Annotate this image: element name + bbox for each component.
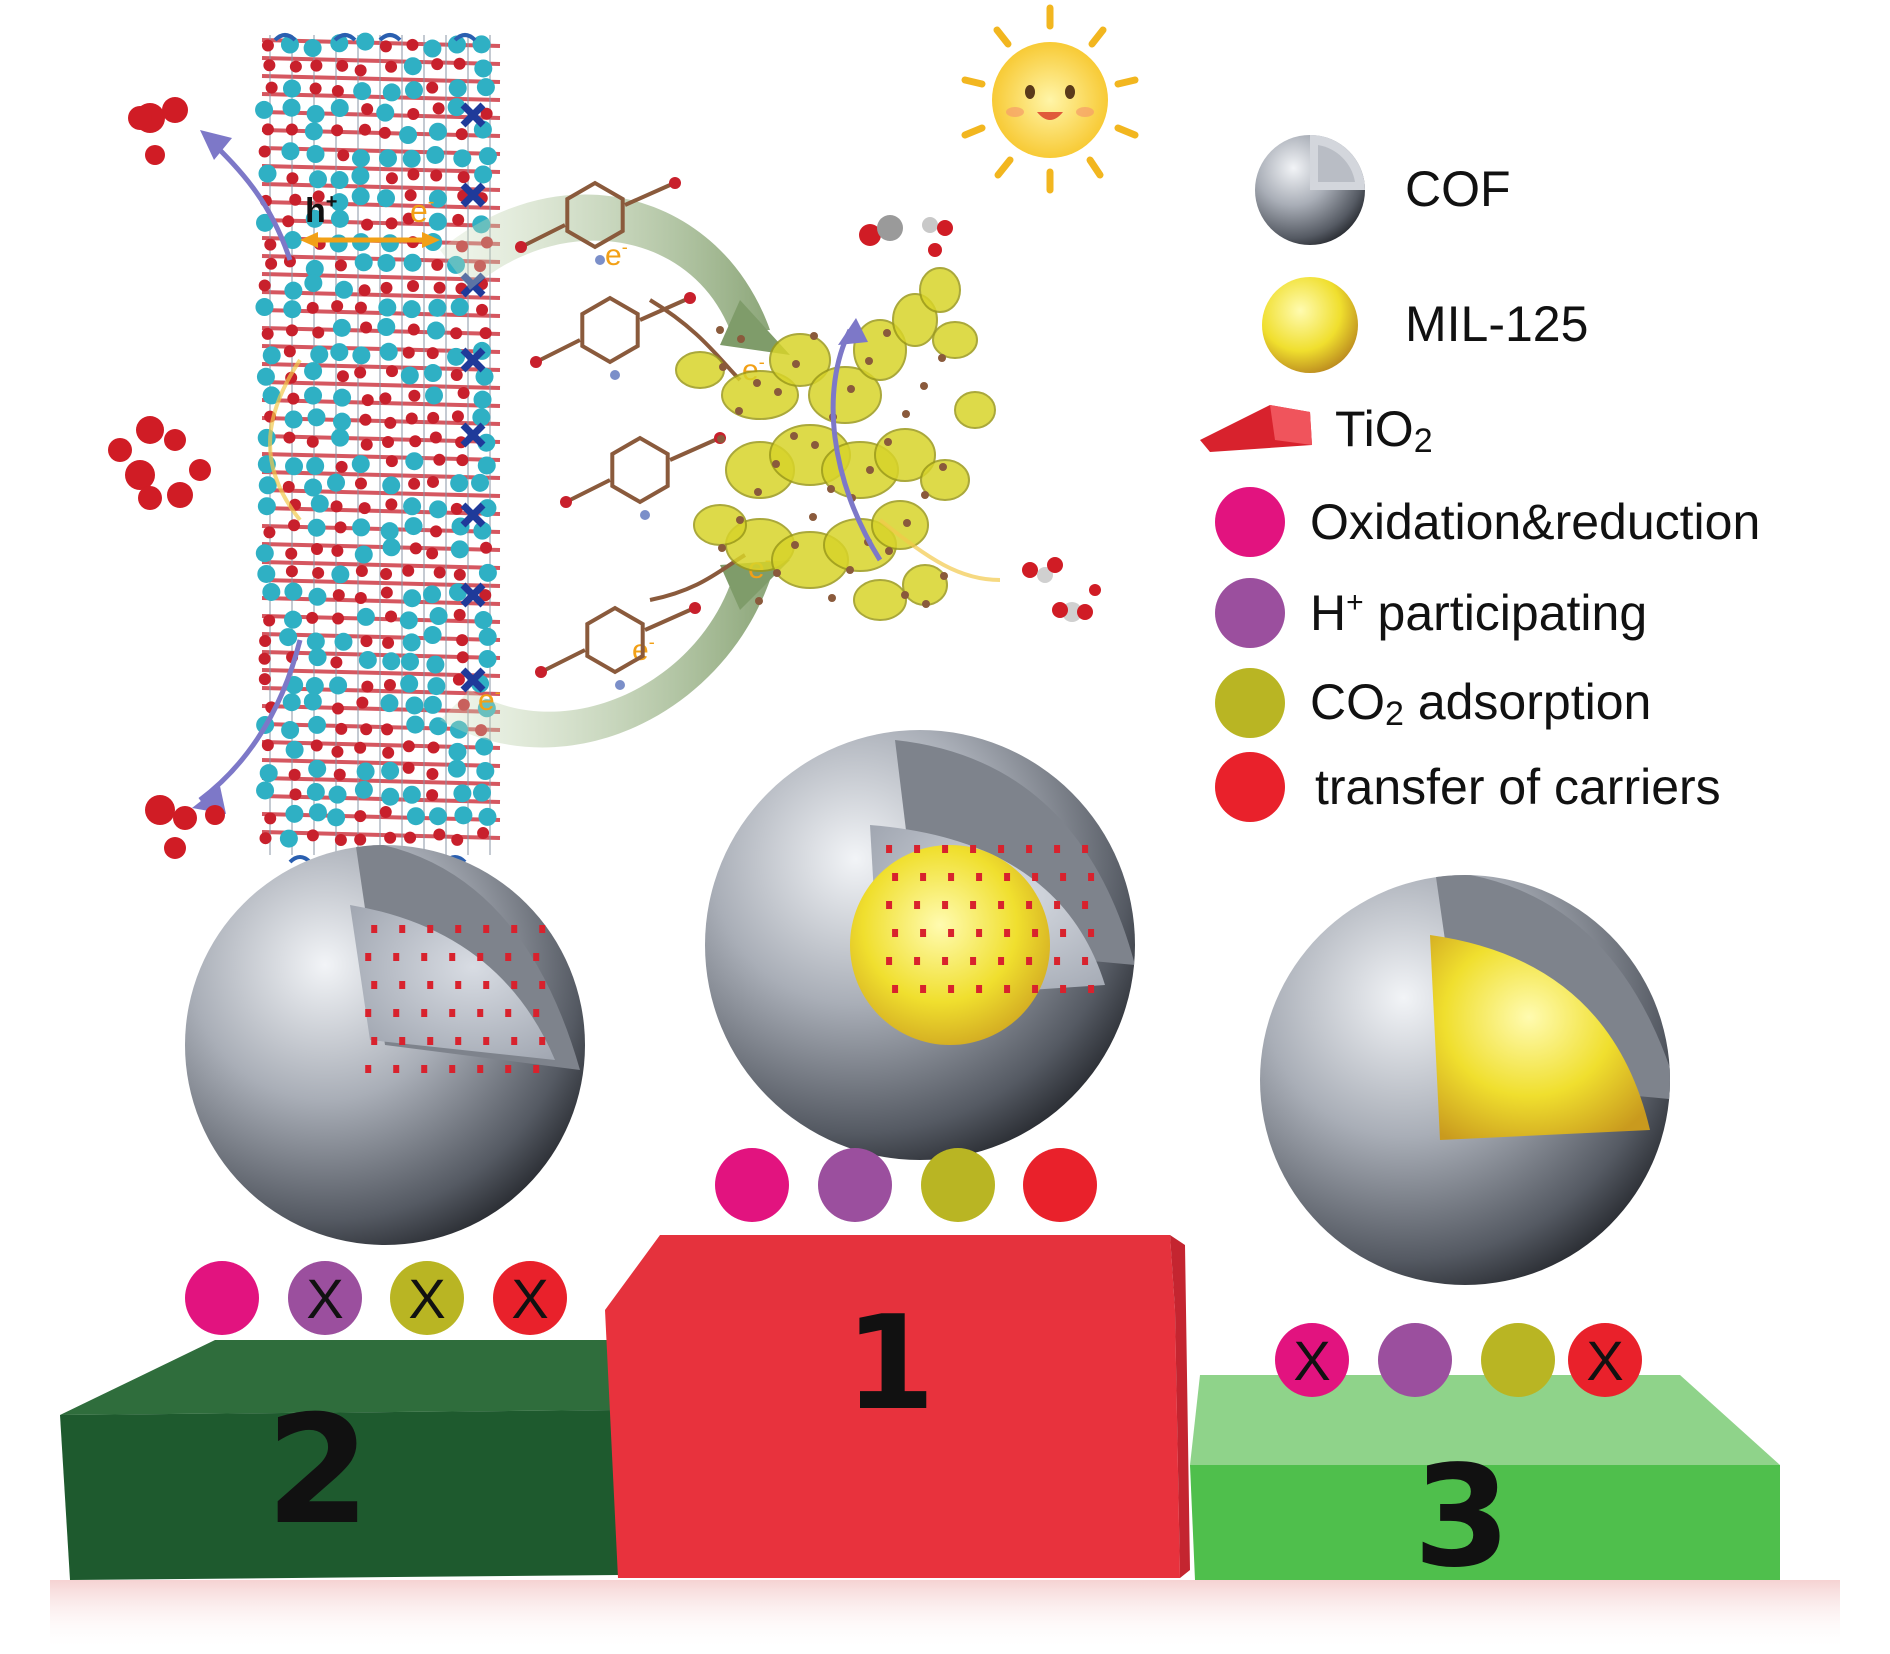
indicator-second-4	[493, 1261, 567, 1335]
electron-label-5: e-	[478, 682, 501, 717]
electron-label: e-	[410, 191, 434, 229]
legend-oxidation-dot	[1215, 487, 1285, 557]
legend-label-mil125: MIL-125	[1405, 296, 1589, 352]
indicator-second-2-x: X	[306, 1267, 343, 1330]
sphere-third-cof-mil125	[1260, 875, 1670, 1285]
legend-cof-icon	[1255, 135, 1365, 245]
indicator-second-2	[288, 1261, 362, 1335]
indicator-second-3-x: X	[408, 1267, 445, 1330]
legend-co2-dot	[1215, 668, 1285, 738]
podium-rank-second: 2	[266, 1384, 370, 1558]
indicator-first-1	[715, 1148, 789, 1222]
legend-label-hplus: H+ participating	[1310, 585, 1648, 641]
indicator-first-4	[1023, 1148, 1097, 1222]
indicator-second-4-x: X	[511, 1267, 548, 1330]
legend-mil125-icon	[1262, 277, 1358, 373]
hole-electron-transfer: h+ e-	[300, 191, 440, 248]
hole-label: h+	[305, 191, 337, 230]
floor-shadow	[50, 1580, 1840, 1650]
indicator-third-3	[1481, 1323, 1555, 1397]
indicator-first-2	[818, 1148, 892, 1222]
legend	[1200, 135, 1365, 822]
podium-block-first	[605, 1235, 1190, 1578]
indicator-third-1	[1275, 1323, 1349, 1397]
cof-framework-structure	[255, 32, 501, 864]
podium: 2 1 3	[60, 1235, 1780, 1599]
indicator-third-2	[1378, 1323, 1452, 1397]
legend-label-oxidation: Oxidation&reduction	[1310, 494, 1761, 550]
tio2-particles-first	[886, 845, 1095, 993]
electron-label-1: e-	[605, 237, 628, 272]
legend-label-carriers: transfer of carriers	[1315, 759, 1721, 815]
tio2-particles-second	[365, 925, 546, 1073]
sun-icon	[961, 4, 1139, 194]
podium-block-second	[60, 1340, 640, 1580]
indicator-first-3	[921, 1148, 995, 1222]
legend-hplus-dot	[1215, 578, 1285, 648]
legend-label-cof: COF	[1405, 161, 1511, 217]
podium-rank-first: 1	[845, 1287, 935, 1439]
product-release-arrow	[830, 318, 1001, 582]
legend-carriers-dot	[1215, 752, 1285, 822]
indicator-third-4	[1568, 1323, 1642, 1397]
organic-linker-molecules	[515, 177, 747, 690]
electron-transfer-arrows: e- e- e- e- e-	[440, 194, 790, 748]
podium-rank-third: 3	[1413, 1436, 1510, 1599]
indicator-second-3	[390, 1261, 464, 1335]
legend-label-tio2: TiO2	[1335, 401, 1433, 460]
legend-tio2-icon	[1200, 405, 1312, 452]
sphere-second-cof-tio2	[185, 845, 585, 1245]
sphere-first-cof-mil125-tio2	[705, 730, 1135, 1160]
podium-block-third	[1190, 1375, 1780, 1580]
indicator-second-1	[185, 1261, 259, 1335]
indicator-third-1-x: X	[1293, 1329, 1330, 1392]
charge-density-cluster	[675, 267, 996, 621]
indicator-third-4-x: X	[1586, 1329, 1623, 1392]
legend-label-co2: CO2 adsorption	[1310, 674, 1652, 733]
gas-molecules	[108, 97, 1101, 859]
